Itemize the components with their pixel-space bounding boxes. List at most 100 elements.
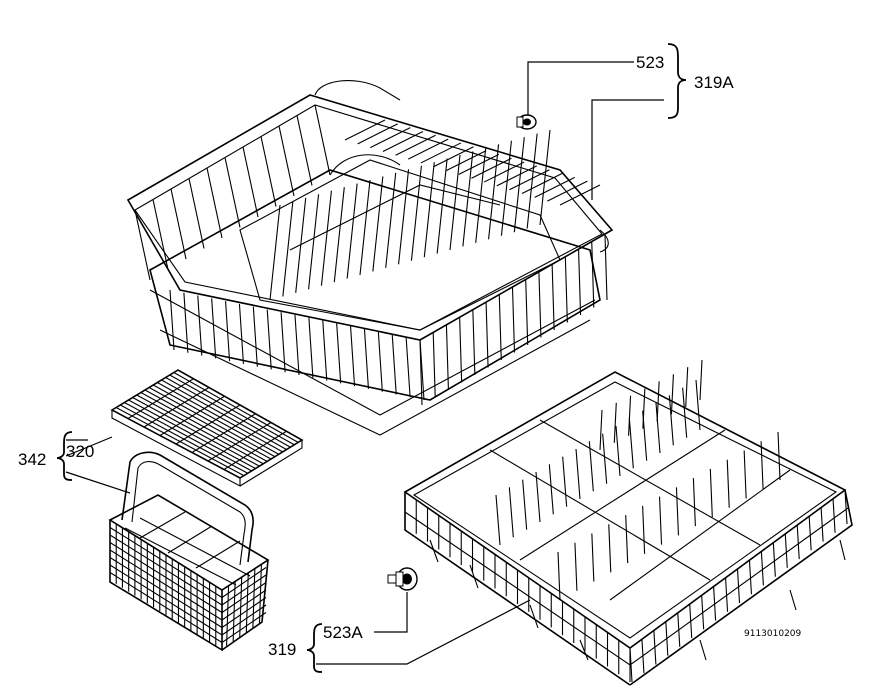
wire-segment xyxy=(615,425,621,477)
wire-segment xyxy=(796,525,800,560)
label-319: 319 xyxy=(268,640,296,659)
wire-segment xyxy=(423,162,435,258)
wire-segment xyxy=(377,331,383,392)
wire-segment xyxy=(495,494,501,546)
wire-segment xyxy=(642,388,646,429)
wire-segment xyxy=(143,387,210,428)
leader-lines xyxy=(65,61,664,665)
wire-segment xyxy=(559,184,601,206)
wire-segment xyxy=(346,183,358,279)
wire-segment xyxy=(445,324,449,391)
wheel-icon xyxy=(387,567,418,591)
wire-segment xyxy=(370,127,411,149)
wire-segment xyxy=(591,242,595,308)
wire-segment xyxy=(677,612,681,647)
wire-segment xyxy=(296,115,313,186)
wire-segment xyxy=(433,146,474,168)
wire-segment xyxy=(221,582,267,613)
wire-segment xyxy=(322,320,328,381)
wire-segment xyxy=(295,197,307,293)
wire-segment xyxy=(363,328,369,389)
wire-segment xyxy=(628,418,634,469)
wire-segment xyxy=(221,567,267,598)
wire-segment xyxy=(333,187,345,283)
wire-segment xyxy=(211,298,217,359)
wire-segment xyxy=(608,524,612,573)
label-523: 523 xyxy=(636,53,664,72)
wire-segment xyxy=(109,534,223,606)
wire-segment xyxy=(127,378,194,419)
wire-segment xyxy=(472,309,476,376)
wire-segment xyxy=(170,188,187,260)
wire-segment xyxy=(462,151,474,247)
wire-segment xyxy=(496,165,538,187)
wire-segment xyxy=(832,498,836,533)
wire-segment xyxy=(159,395,225,436)
wire-segment xyxy=(658,496,663,545)
wire-segment xyxy=(242,146,259,218)
wire-segment xyxy=(221,612,267,643)
wire-segment xyxy=(668,395,674,446)
wire-segment xyxy=(574,542,578,591)
wire-segment xyxy=(407,138,449,160)
wire-segment xyxy=(508,487,514,538)
wire-segment xyxy=(682,387,688,438)
wire-segment xyxy=(699,359,703,401)
wire-segment xyxy=(784,533,788,568)
wire-segment xyxy=(500,140,512,236)
wire-segment xyxy=(109,564,223,636)
wire-segment xyxy=(266,309,272,370)
wire-segment xyxy=(820,507,824,542)
wire-segment xyxy=(547,180,588,202)
wire-segment xyxy=(613,402,617,443)
wire-segment xyxy=(642,505,646,554)
wire-segment xyxy=(488,144,500,240)
label-523a: 523A xyxy=(323,623,363,642)
wire-segment xyxy=(525,279,529,346)
wire-segment xyxy=(197,295,203,356)
wire-segment xyxy=(628,395,632,436)
wire-segment xyxy=(225,301,231,362)
wire-segment xyxy=(280,312,286,373)
wire-segment xyxy=(602,433,608,484)
wire-segment xyxy=(420,142,462,164)
wire-segment xyxy=(655,402,661,454)
wire-segment xyxy=(535,471,541,523)
wire-segment xyxy=(252,306,258,367)
wire-segment xyxy=(564,257,568,323)
wire-segment xyxy=(625,515,629,564)
wire-segment xyxy=(410,165,422,261)
wire-segment xyxy=(777,431,781,481)
wire-segment xyxy=(808,516,812,551)
wheel-icon xyxy=(516,114,537,130)
wire-segment xyxy=(713,586,717,621)
wire-segment xyxy=(459,317,463,383)
wire-segment xyxy=(748,560,752,595)
wire-segment xyxy=(395,134,436,156)
wire-segment xyxy=(557,551,561,601)
wire-segment xyxy=(152,199,169,270)
wire-segment xyxy=(725,577,729,612)
brace-319a xyxy=(667,43,687,119)
wire-segment xyxy=(665,621,669,656)
wire-segment xyxy=(562,456,568,507)
wire-segment xyxy=(743,450,747,499)
grid-lid-drawing xyxy=(110,369,304,487)
wire-segment xyxy=(483,161,525,183)
wire-segment xyxy=(419,339,423,406)
wire-segment xyxy=(695,379,701,431)
wire-segment xyxy=(224,157,241,228)
wire-segment xyxy=(221,574,267,606)
wire-segment xyxy=(526,133,538,229)
wire-segment xyxy=(221,597,267,628)
wire-segment xyxy=(382,130,424,152)
wire-segment xyxy=(578,249,582,316)
wire-segment xyxy=(656,381,660,422)
wire-segment xyxy=(599,409,603,451)
wire-segment xyxy=(278,125,295,197)
wire-segment xyxy=(398,169,410,265)
wire-segment xyxy=(294,314,300,376)
wire-segment xyxy=(539,129,551,226)
wire-segment xyxy=(260,136,277,207)
wire-segment xyxy=(405,337,411,398)
